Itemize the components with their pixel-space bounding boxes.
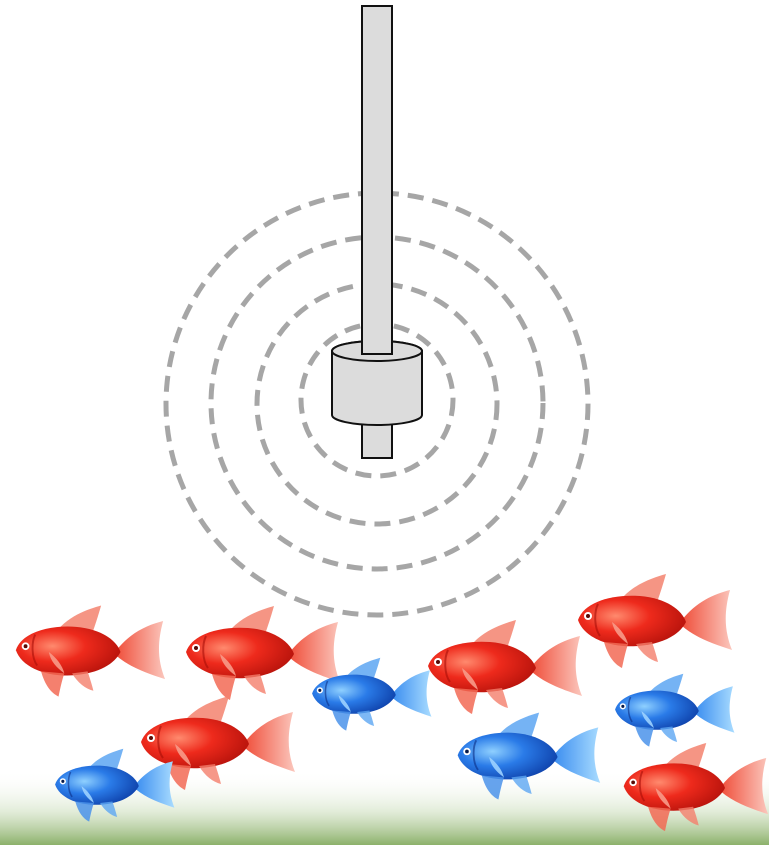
red-fish	[427, 619, 583, 715]
red-fish	[14, 604, 167, 698]
red-fish	[577, 573, 733, 669]
transducer-device	[331, 5, 423, 459]
transducer-rod-through	[361, 5, 393, 355]
red-fish	[185, 605, 341, 701]
wave-ring-4	[163, 190, 591, 618]
blue-fish	[614, 673, 736, 748]
transducer-rod-lower	[361, 419, 393, 459]
